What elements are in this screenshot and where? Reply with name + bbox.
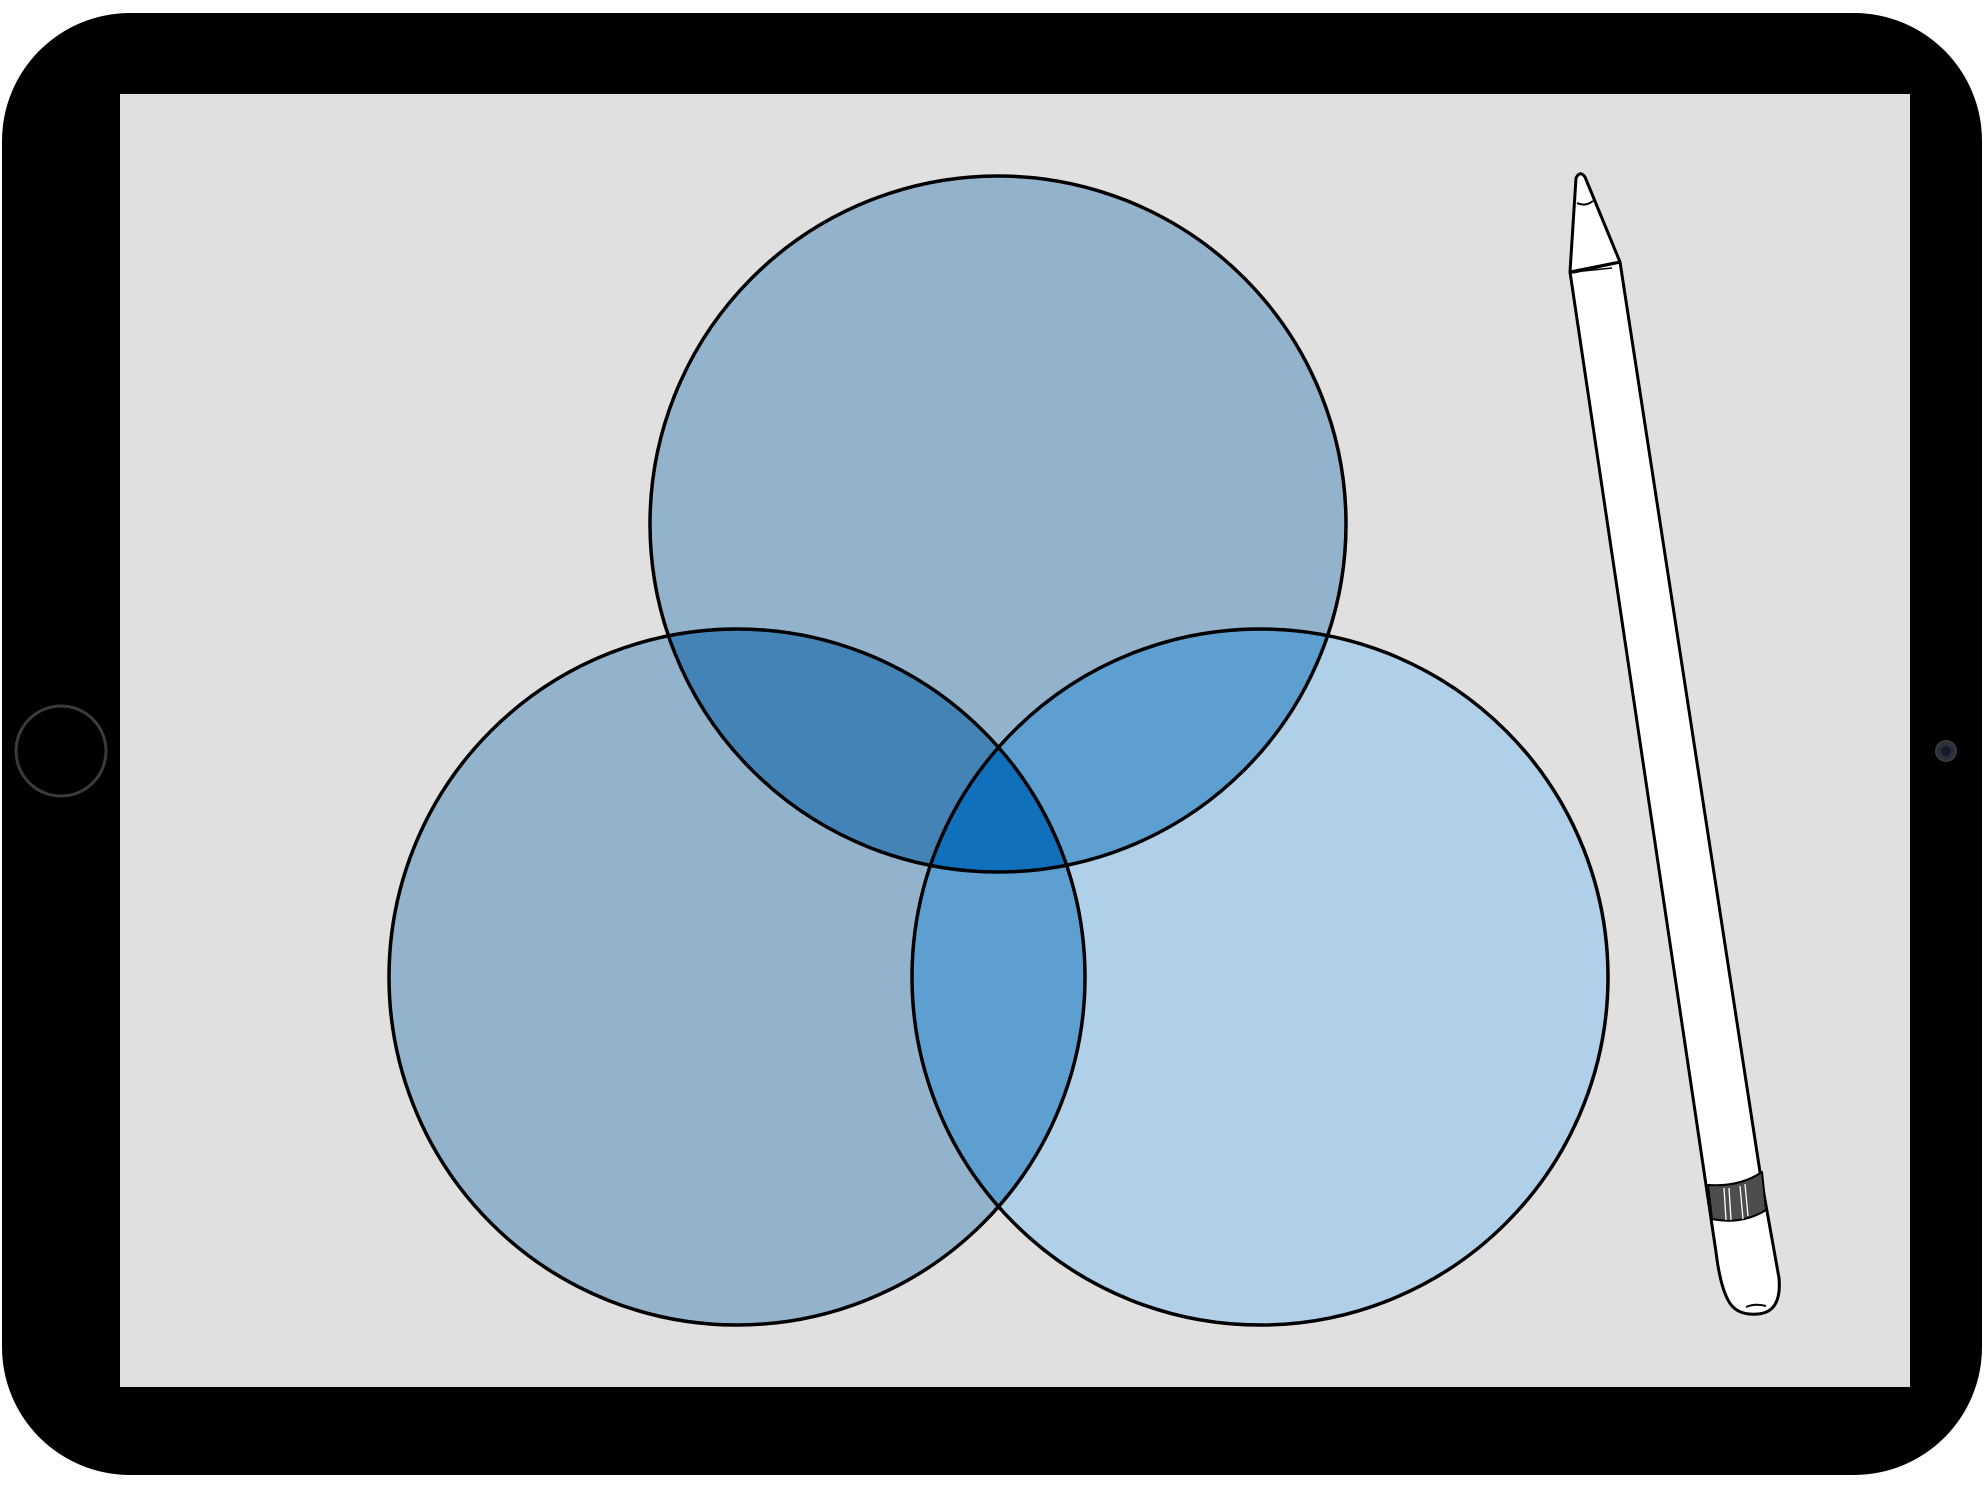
camera-icon (1935, 740, 1957, 762)
venn-diagram (387, 174, 1610, 1327)
stylus-band (1707, 1171, 1767, 1222)
stylus-pencil (1568, 172, 1781, 1316)
venn-region-top-right (912, 629, 1346, 872)
stylus-tip (1568, 172, 1622, 274)
stylus-body (1568, 260, 1781, 1316)
stylus-band-stripes (1723, 1183, 1749, 1221)
venn-region-top-left (650, 629, 1085, 872)
venn-outlines (387, 174, 1610, 1327)
home-button[interactable] (14, 704, 108, 798)
